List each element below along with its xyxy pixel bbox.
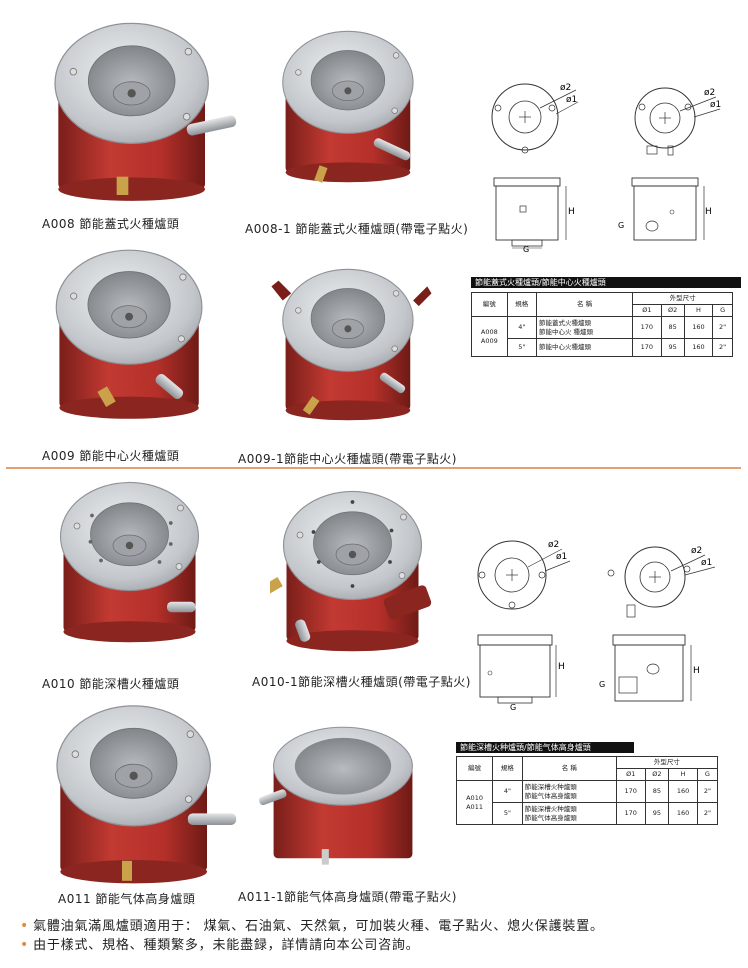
- footer-line-1: 氣體油氣滿風爐頭適用于： 煤氣、石油氣、天然氣，可加裝火種、電子點火、熄火保護裝…: [33, 919, 604, 934]
- caption-a011: A011 節能气体高身爐頭: [58, 892, 196, 906]
- burner-a009-photo: [55, 249, 203, 420]
- table2-row1-phi2: 85: [644, 780, 670, 803]
- phi2-label-2: ø2: [704, 88, 715, 98]
- burner-a011-photo: [56, 705, 237, 884]
- table2-col-size: 規格: [492, 756, 523, 781]
- diagram-top-view-2: ø2 ø1: [634, 87, 721, 156]
- table1-col-dims: 外型尺寸: [632, 292, 733, 305]
- table2-row2-phi1: 170: [615, 802, 646, 825]
- burner-a009-1-photo: [271, 268, 432, 421]
- phi2-label-3: ø2: [548, 540, 559, 550]
- table1-sub-phi1: Ø1: [632, 304, 662, 317]
- table1-row2-phi1: 170: [632, 338, 662, 357]
- table1-row2-g: 2": [712, 338, 733, 357]
- table1-row2-phi2: 95: [660, 338, 685, 357]
- table1-row1-g: 2": [712, 316, 733, 339]
- g-label-4: G: [599, 680, 605, 689]
- g-label-2: G: [618, 221, 624, 230]
- diagram-side-view-2: H G: [618, 177, 712, 241]
- caption-a011-1: A011-1節能气体高身爐頭(帶電子點火): [238, 890, 457, 904]
- diagram-side-view-4: H G: [599, 634, 700, 702]
- phi1-label-4: ø1: [701, 558, 712, 568]
- diagram-top-view-4: ø2 ø1: [607, 546, 716, 618]
- table2-sub-h: H: [668, 768, 698, 781]
- table2-sub-g: G: [696, 768, 719, 781]
- diagram-side-view-3: H G: [477, 634, 565, 711]
- table1-sub-phi2: Ø2: [660, 304, 685, 317]
- table1-col-id: 編號: [471, 292, 508, 317]
- table2-row1-name1: 節能深槽火种爐頭: [524, 782, 577, 791]
- caption-a009-1: A009-1節能中心火種爐頭(帶電子點火): [238, 452, 457, 466]
- footer-note-1: •氣體油氣滿風爐頭適用于： 煤氣、石油氣、天然氣，可加裝火種、電子點火、熄火保護…: [20, 915, 604, 934]
- bullet-icon: •: [20, 937, 30, 953]
- footer-line-2: 由于樣式、規格、種類繁多，未能盡録，詳情請向本公司咨詢。: [33, 938, 420, 953]
- section-divider: [6, 467, 741, 469]
- table2-row2-name1: 節能深槽火种爐頭: [524, 804, 577, 813]
- burner-a008-photo: [54, 22, 237, 202]
- caption-a010-1: A010-1節能深槽火種爐頭(帶電子點火): [252, 675, 471, 689]
- table1-row2-name1: 節能中心火種爐頭: [535, 338, 634, 357]
- bullet-icon: •: [20, 918, 30, 934]
- phi2-label-4: ø2: [691, 546, 702, 556]
- phi1-label-3: ø1: [556, 552, 567, 562]
- burner-a010-photo: [59, 481, 200, 643]
- caption-a009: A009 節能中心火種爐頭: [42, 449, 180, 463]
- phi1-label-2: ø1: [710, 100, 721, 110]
- spec-table-2: 編號 規格 名 稱 外型尺寸 Ø1 Ø2 H G A010 A011 4" 節能…: [455, 756, 719, 825]
- burner-a008-1-photo: [282, 30, 414, 183]
- table2-row2-size: 5": [492, 802, 523, 825]
- table1-col-name: 名 稱: [535, 292, 634, 317]
- table2-sub-phi1: Ø1: [615, 768, 646, 781]
- diagram-top-view-3: ø2 ø1: [477, 540, 571, 610]
- table2-row2-phi2: 95: [644, 802, 670, 825]
- spec-table-1: 編號 規格 名 稱 外型尺寸 Ø1 Ø2 H G A008 A009 4" 節能…: [471, 292, 733, 357]
- table1-row2-h: 160: [683, 338, 714, 357]
- g-label-3: G: [510, 703, 516, 711]
- table1-row1-name1: 節能蓋式火種爐頭: [538, 318, 591, 327]
- burner-a010-1-photo: [270, 490, 432, 652]
- phi2-label: ø2: [560, 83, 571, 93]
- h-label: H: [568, 207, 575, 217]
- table2-row2-g: 2": [696, 802, 719, 825]
- table2-row1-size: 4": [492, 780, 523, 803]
- table2-ids: A010 A011: [455, 780, 494, 825]
- table2-row1-phi1: 170: [615, 780, 646, 803]
- table2-col-dims: 外型尺寸: [615, 756, 719, 769]
- phi1-label: ø1: [566, 95, 577, 105]
- diagram-top-view-1: ø2 ø1: [491, 83, 579, 154]
- table1-title: 節能蓋式火種爐頭/節能中心火種爐頭: [471, 277, 741, 288]
- burner-a011-1-photo: [258, 726, 413, 865]
- table1-row1-phi1: 170: [632, 316, 662, 339]
- table1-sub-h: H: [683, 304, 714, 317]
- footer-note-2: •由于樣式、規格、種類繁多，未能盡録，詳情請向本公司咨詢。: [20, 934, 419, 953]
- table1-row2-size: 5": [506, 338, 537, 357]
- h-label-2: H: [705, 207, 712, 217]
- table2-col-name: 名 稱: [521, 756, 617, 781]
- caption-a008: A008 節能蓋式火種爐頭: [42, 217, 180, 231]
- caption-a010: A010 節能深槽火種爐頭: [42, 677, 180, 691]
- h-label-3: H: [558, 662, 565, 672]
- table1-col-size: 規格: [506, 292, 537, 317]
- table2-sub-phi2: Ø2: [644, 768, 670, 781]
- table1-row1-name2: 節能中心火 種爐頭: [538, 327, 594, 336]
- table2-row1-g: 2": [696, 780, 719, 803]
- h-label-4: H: [693, 666, 700, 676]
- table2-row1-h: 160: [668, 780, 698, 803]
- table2-title: 節能深槽火种爐頭/節能气体高身爐頭: [456, 742, 634, 753]
- caption-a008-1: A008-1 節能蓋式火種爐頭(帶電子點火): [245, 222, 469, 236]
- table2-row2-h: 160: [668, 802, 698, 825]
- table1-row1-size: 4": [506, 316, 537, 339]
- table1-ids: A008 A009: [471, 316, 508, 357]
- diagram-side-view-1: H G: [493, 177, 575, 252]
- table2-row1-name2: 節能气体高身爐頭: [524, 791, 577, 800]
- table1-row1-phi2: 85: [660, 316, 685, 339]
- table2-row2-name2: 節能气体高身爐頭: [524, 813, 577, 822]
- table1-row1-h: 160: [683, 316, 714, 339]
- table1-sub-g: G: [712, 304, 733, 317]
- g-label: G: [523, 245, 529, 252]
- table2-col-id: 編號: [455, 756, 494, 781]
